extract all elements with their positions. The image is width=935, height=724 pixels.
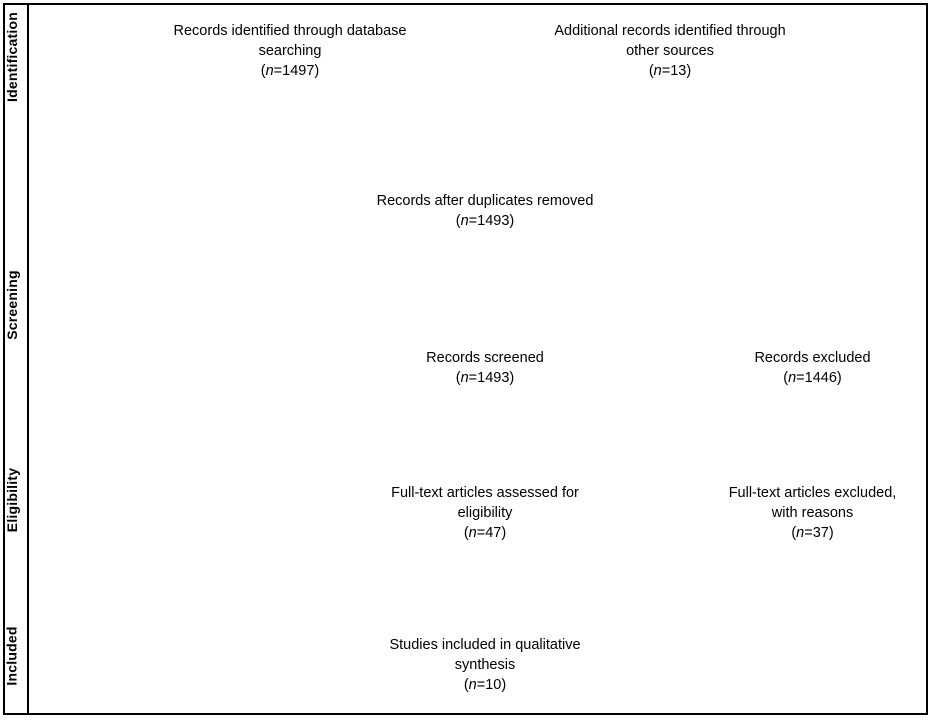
count-n-symbol: n xyxy=(460,370,469,386)
count-value: =1497 xyxy=(273,63,315,79)
flow-box-fulltext-assessed-title: Full-text articles assessed for eligibil… xyxy=(391,485,579,521)
flow-box-duplicates-removed-title: Records after duplicates removed xyxy=(376,193,594,209)
count-value: =1493 xyxy=(468,370,510,386)
flow-box-duplicates-removed: Records after duplicates removed (n=1493… xyxy=(340,191,630,231)
flow-box-other-records-title: Additional records identified through ot… xyxy=(554,23,786,59)
count-n-symbol: n xyxy=(788,370,797,386)
count-open-paren: ( xyxy=(455,213,461,229)
stage-label-screening: Screening xyxy=(0,190,24,420)
flow-box-database-records: Records identified through database sear… xyxy=(140,21,440,81)
stage-label-identification: Identification xyxy=(0,4,24,109)
flow-box-studies-included: Studies included in qualitative synthesi… xyxy=(340,635,630,695)
count-close-paren: ) xyxy=(828,525,834,541)
count-open-paren: ( xyxy=(783,370,789,386)
stage-label-eligibility-text: Eligibility xyxy=(4,467,20,533)
stage-label-identification-text: Identification xyxy=(4,11,21,102)
flow-box-database-records-count: (n=1497) xyxy=(140,61,440,81)
stage-label-included-text: Included xyxy=(4,626,21,686)
count-n-symbol: n xyxy=(653,63,662,79)
flow-box-fulltext-assessed: Full-text articles assessed for eligibil… xyxy=(340,483,630,543)
count-value: =1446 xyxy=(796,370,837,386)
flow-box-database-records-title: Records identified through database sear… xyxy=(173,23,407,59)
flow-box-fulltext-excluded-title: Full-text articles excluded, with reason… xyxy=(728,485,897,521)
count-value: =13 xyxy=(661,63,687,79)
flow-box-fulltext-excluded-count: (n=37) xyxy=(690,523,935,543)
count-close-paren: ) xyxy=(501,525,507,541)
stage-sidebar-divider xyxy=(27,3,29,715)
flow-box-studies-included-count: (n=10) xyxy=(340,675,630,695)
count-open-paren: ( xyxy=(455,370,461,386)
count-close-paren: ) xyxy=(686,63,692,79)
stage-label-screening-text: Screening xyxy=(4,270,20,340)
count-open-paren: ( xyxy=(791,525,797,541)
flow-box-records-excluded-count: (n=1446) xyxy=(690,368,935,388)
count-n-symbol: n xyxy=(468,525,477,541)
count-value: =1493 xyxy=(468,213,510,229)
flow-box-records-excluded-title: Records excluded xyxy=(754,350,871,366)
count-close-paren: ) xyxy=(314,63,320,79)
count-n-symbol: n xyxy=(460,213,469,229)
flow-box-fulltext-excluded: Full-text articles excluded, with reason… xyxy=(690,483,935,543)
count-open-paren: ( xyxy=(463,677,469,693)
flow-box-other-records: Additional records identified through ot… xyxy=(520,21,820,81)
count-n-symbol: n xyxy=(796,525,805,541)
count-close-paren: ) xyxy=(836,370,842,386)
flow-box-records-screened-title: Records screened xyxy=(426,350,544,366)
count-n-symbol: n xyxy=(265,63,274,79)
stage-label-eligibility: Eligibility xyxy=(0,420,24,580)
count-close-paren: ) xyxy=(501,677,507,693)
count-close-paren: ) xyxy=(509,370,515,386)
count-value: =47 xyxy=(476,525,502,541)
count-value: =10 xyxy=(476,677,502,693)
stage-label-included: Included xyxy=(0,600,24,712)
flow-box-studies-included-title: Studies included in qualitative synthesi… xyxy=(389,637,581,673)
count-open-paren: ( xyxy=(463,525,469,541)
flow-box-records-screened: Records screened (n=1493) xyxy=(340,348,630,388)
count-value: =37 xyxy=(804,525,829,541)
count-open-paren: ( xyxy=(648,63,654,79)
diagram-frame xyxy=(3,3,928,715)
count-open-paren: ( xyxy=(260,63,266,79)
count-n-symbol: n xyxy=(468,677,477,693)
flow-box-other-records-count: (n=13) xyxy=(520,61,820,81)
flow-box-duplicates-removed-count: (n=1493) xyxy=(340,211,630,231)
flow-box-records-excluded: Records excluded (n=1446) xyxy=(690,348,935,388)
flow-box-records-screened-count: (n=1493) xyxy=(340,368,630,388)
flow-box-fulltext-assessed-count: (n=47) xyxy=(340,523,630,543)
count-close-paren: ) xyxy=(509,213,515,229)
